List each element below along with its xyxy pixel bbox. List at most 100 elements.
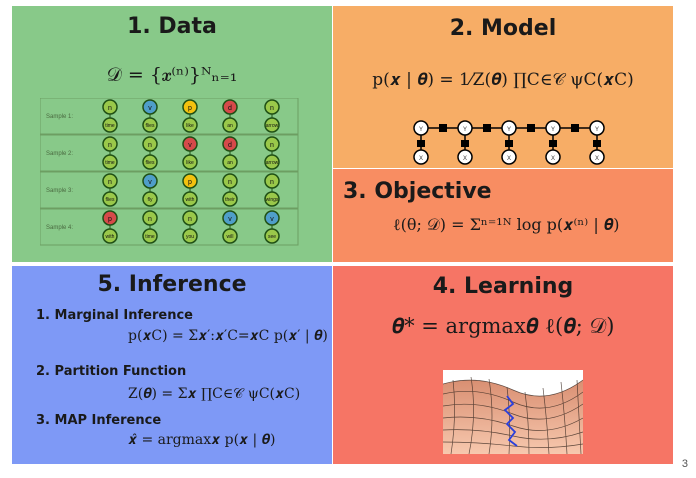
samples-table: Sample 1:ntimevfliesplikedannarrowSample… xyxy=(40,98,299,246)
word-node xyxy=(182,228,198,244)
tag-node xyxy=(142,99,158,115)
tag-node xyxy=(182,210,198,226)
sample-label: Sample 2: xyxy=(46,151,73,157)
objective-panel: 3. Objective ℓ(θ; 𝒟) = Σⁿ⁼¹ᴺ log p(𝒙⁽ⁿ⁾ … xyxy=(333,169,673,262)
tag-node xyxy=(142,210,158,226)
sample-row xyxy=(40,98,299,135)
tag-node xyxy=(222,136,238,152)
tag-node xyxy=(222,99,238,115)
pairwise-factor xyxy=(483,124,491,132)
hidden-node xyxy=(589,120,605,136)
tag-node xyxy=(182,99,198,115)
word-label: with xyxy=(106,234,115,240)
hidden-node-label: Y xyxy=(419,127,423,133)
hidden-node-label: Y xyxy=(463,127,467,133)
data-title: 1. Data xyxy=(127,14,217,39)
partition-function-formula: Z(𝜽) = Σ𝒙 ∏C∈𝒞 ψC(𝒙C) xyxy=(128,386,301,402)
sample-label: Sample 4: xyxy=(46,225,73,231)
tag-label: n xyxy=(270,179,274,186)
word-label: with xyxy=(186,197,195,203)
learning-panel: 4. Learning 𝜽* = argmax𝜽 ℓ(𝜽; 𝒟) xyxy=(333,266,673,464)
observed-node-label: X xyxy=(463,156,467,162)
tag-label: n xyxy=(270,105,274,112)
page-number: 3 xyxy=(681,458,688,470)
tag-node xyxy=(222,210,238,226)
sample-label: Sample 3: xyxy=(46,188,73,194)
hidden-node-label: Y xyxy=(595,127,599,133)
observed-node xyxy=(457,149,473,165)
observed-node xyxy=(589,149,605,165)
word-node xyxy=(102,117,118,133)
word-label: their xyxy=(225,197,235,203)
tag-label: v xyxy=(148,179,152,186)
word-label: will xyxy=(227,234,234,240)
tag-label: n xyxy=(228,179,232,186)
tag-node xyxy=(102,173,118,189)
observed-node-label: X xyxy=(507,156,511,162)
observed-node-label: X xyxy=(551,156,555,162)
tag-label: v xyxy=(188,142,192,149)
word-node xyxy=(102,154,118,170)
map-inference-formula: 𝒙̂ = argmax𝒙 p(𝒙 | 𝜽) xyxy=(128,432,276,448)
tag-label: d xyxy=(228,142,232,149)
word-node xyxy=(182,154,198,170)
tag-node xyxy=(222,173,238,189)
marginal-inference-label: 1. Marginal Inference xyxy=(36,308,193,323)
tag-label: v xyxy=(228,216,232,223)
hidden-node-label: Y xyxy=(507,127,511,133)
hidden-node xyxy=(545,120,561,136)
tag-label: v xyxy=(148,105,152,112)
emission-factor xyxy=(417,140,425,147)
tag-label: p xyxy=(108,216,112,223)
tag-node xyxy=(102,136,118,152)
word-node xyxy=(182,191,198,207)
word-node xyxy=(142,154,158,170)
model-panel: 2. Model p(𝒙 | 𝜽) = 1⁄Z(𝜽) ∏C∈𝒞 ψC(𝒙C) Y… xyxy=(333,6,673,168)
hidden-node xyxy=(457,120,473,136)
emission-factor xyxy=(461,140,469,147)
observed-node xyxy=(413,149,429,165)
word-node xyxy=(222,228,238,244)
marginal-inference-formula: p(𝒙C) = Σ𝒙′:𝒙′C=𝒙C p(𝒙′ | 𝜽) xyxy=(128,328,328,344)
word-label: arrow xyxy=(266,123,279,129)
word-node xyxy=(142,191,158,207)
emission-factor xyxy=(505,140,513,147)
word-label: you xyxy=(186,234,194,240)
objective-title: 3. Objective xyxy=(343,179,492,204)
word-node xyxy=(182,117,198,133)
model-title: 2. Model xyxy=(449,16,557,41)
tag-label: p xyxy=(188,105,192,112)
word-label: fly xyxy=(148,197,154,203)
tag-node xyxy=(142,173,158,189)
word-label: flies xyxy=(146,123,155,129)
tag-label: n xyxy=(108,142,112,149)
tag-label: n xyxy=(148,216,152,223)
word-label: an xyxy=(227,160,233,166)
model-formula: p(𝒙 | 𝜽) = 1⁄Z(𝜽) ∏C∈𝒞 ψC(𝒙C) xyxy=(372,70,634,90)
emission-factor xyxy=(549,140,557,147)
word-label: see xyxy=(268,234,276,240)
word-node xyxy=(222,191,238,207)
word-label: wings xyxy=(266,197,279,203)
word-label: flies xyxy=(106,197,115,203)
word-label: arrow xyxy=(266,160,279,166)
hidden-node-label: Y xyxy=(551,127,555,133)
word-node xyxy=(142,228,158,244)
tag-node xyxy=(264,136,280,152)
observed-node xyxy=(545,149,561,165)
partition-function-label: 2. Partition Function xyxy=(36,364,187,379)
word-label: time xyxy=(145,234,155,240)
learning-title: 4. Learning xyxy=(432,274,574,299)
observed-node-label: X xyxy=(595,156,599,162)
tag-label: n xyxy=(108,179,112,186)
tag-label: v xyxy=(270,216,274,223)
word-node xyxy=(222,154,238,170)
pairwise-factor xyxy=(571,124,579,132)
word-label: time xyxy=(105,160,115,166)
pairwise-factor xyxy=(439,124,447,132)
word-label: time xyxy=(105,123,115,129)
pairwise-factor xyxy=(527,124,535,132)
tag-node xyxy=(264,173,280,189)
word-node xyxy=(142,117,158,133)
